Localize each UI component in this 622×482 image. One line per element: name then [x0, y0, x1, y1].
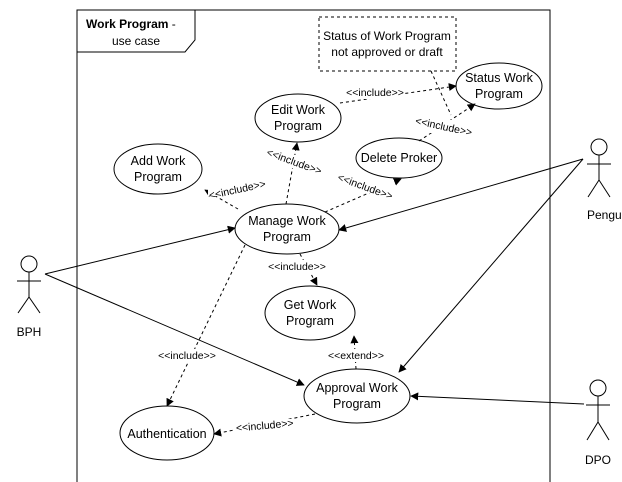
use-case-delete-proker[interactable]: Delete Proker	[355, 137, 443, 179]
include-manage-to-delete	[324, 178, 402, 213]
use-case-add-work-program[interactable]: Add Work Program	[113, 143, 203, 195]
use-case-label: Program	[134, 170, 182, 184]
actor-bph[interactable]	[17, 255, 41, 314]
include-edit-to-status	[339, 83, 457, 104]
use-case-label: Status Work	[465, 71, 534, 85]
dpo-to-approval	[410, 392, 585, 405]
use-case-label: Delete Proker	[361, 151, 437, 165]
include-label-status-edit: <<include>>	[346, 87, 404, 99]
note-connector	[430, 70, 452, 116]
include-label-get: <<include>>	[268, 261, 326, 273]
actor-label-bph: BPH	[17, 325, 42, 339]
use-case-label: Add Work	[131, 154, 186, 168]
note-line-2: not approved or draft	[331, 45, 443, 59]
use-case-approval-work-program[interactable]: Approval Work Program	[303, 368, 411, 424]
use-case-manage-work-program[interactable]: Manage Work Program	[234, 203, 340, 255]
use-case-status-work-program[interactable]: Status Work Program	[455, 62, 543, 110]
use-case-label: Authentication	[127, 427, 206, 441]
use-case-label: Get Work	[284, 298, 337, 312]
pengurus-to-approval	[398, 158, 584, 373]
bph-to-manage	[44, 225, 236, 275]
include-approval-to-authentication	[213, 413, 316, 437]
use-case-get-work-program[interactable]: Get Work Program	[264, 285, 356, 341]
use-case-label: Program	[333, 397, 381, 411]
use-case-label: Edit Work	[271, 103, 326, 117]
use-case-label: Program	[286, 314, 334, 328]
include-label-approval-auth: <<include>>	[235, 418, 294, 435]
actor-dpo[interactable]	[586, 379, 610, 441]
association-lines	[44, 158, 585, 405]
relation-lines	[166, 70, 476, 437]
use-case-label: Program	[274, 119, 322, 133]
use-case-label: Manage Work	[248, 214, 326, 228]
extend-label-get: <<extend>>	[328, 350, 384, 362]
svg-text:Work Program -: Work Program -	[86, 17, 176, 31]
actor-label-pengurus: Pengurus	[587, 208, 622, 222]
use-case-edit-work-program[interactable]: Edit Work Program	[254, 93, 342, 143]
use-case-label: Approval Work	[316, 381, 398, 395]
include-delete-to-status	[418, 103, 476, 142]
include-manage-to-edit	[285, 142, 300, 205]
use-case-label: Program	[475, 87, 523, 101]
actor-label-dpo: DPO	[585, 453, 611, 467]
bph-to-approval	[44, 273, 305, 386]
use-case-label: Program	[263, 230, 311, 244]
frame-title-dash: -	[168, 17, 175, 31]
include-label-authentication: <<include>>	[158, 350, 216, 362]
note-box: Status of Work Program not approved or d…	[318, 16, 457, 72]
note-line-1: Status of Work Program	[323, 29, 451, 43]
pengurus-to-manage	[338, 158, 584, 232]
frame-subtitle: use case	[112, 34, 160, 48]
actor-pengurus[interactable]	[587, 138, 611, 198]
frame-title: Work Program	[86, 17, 168, 31]
use-case-authentication[interactable]: Authentication	[119, 405, 215, 461]
